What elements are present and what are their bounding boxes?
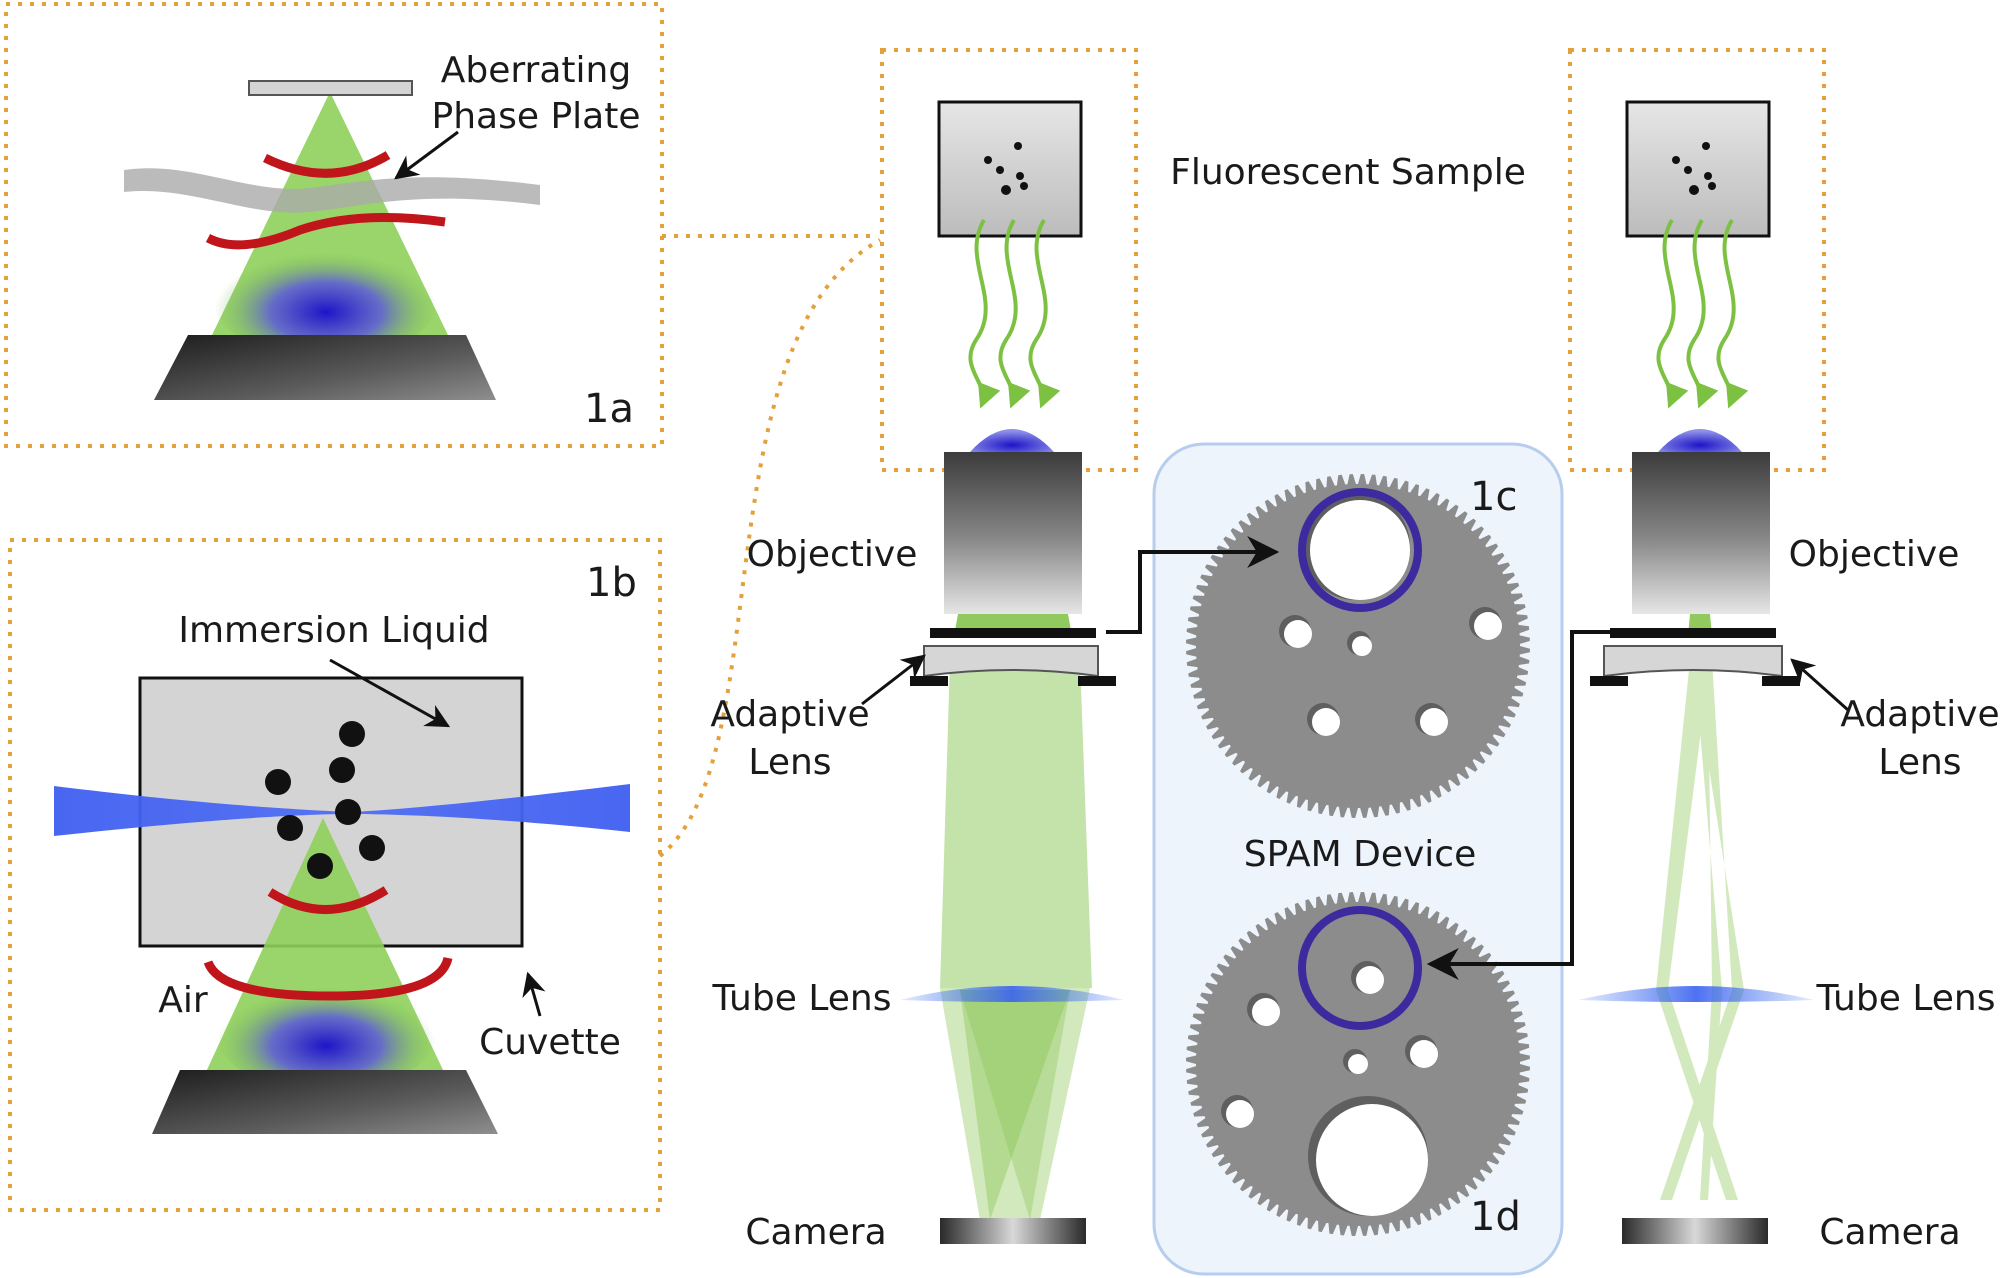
camera-right-label: Camera — [1819, 1212, 1960, 1253]
panel-1a-wavefront-top — [263, 151, 391, 178]
adaptive-left-label-2: Lens — [748, 742, 831, 783]
left-adaptive-lens — [923, 645, 1099, 678]
panel-1d-tag: 1d — [1470, 1194, 1521, 1240]
left-objective — [944, 452, 1082, 614]
tube-lens-left-label: Tube Lens — [712, 978, 892, 1019]
left-microscope: Fluorescent Sample Objective Adaptive Le… — [710, 48, 1526, 1253]
right-objective — [1632, 452, 1770, 614]
bead — [339, 721, 365, 747]
bead — [329, 757, 355, 783]
left-sample-dots — [984, 142, 1028, 195]
gear-hole — [1420, 708, 1448, 736]
right-fluorescent-sample — [1625, 100, 1771, 238]
aberrating-arrow — [394, 130, 459, 180]
panel-1b-blue-focus — [216, 976, 436, 1092]
left-emission-waves — [968, 218, 1061, 409]
gear-hole — [1226, 1100, 1254, 1128]
right-objective-front-lens — [1658, 429, 1742, 452]
bead — [307, 853, 333, 879]
aberrating-phase-plate — [124, 168, 540, 213]
bead — [277, 815, 303, 841]
right-adaptive-lens — [1603, 645, 1783, 678]
connector-1b — [658, 238, 881, 858]
left-camera — [940, 1218, 1086, 1244]
right-adaptive-lens-bottom-r — [1762, 676, 1800, 686]
spam-device-label: SPAM Device — [1244, 834, 1477, 875]
left-adaptive-lens-top — [930, 628, 1096, 638]
left-beam-a — [940, 660, 1092, 988]
bead — [335, 799, 361, 825]
panel-1c-tag: 1c — [1470, 474, 1517, 520]
immersion-arrow — [329, 658, 451, 728]
right-adaptive-arrow — [1790, 658, 1849, 712]
cuvette-label: Cuvette — [479, 1022, 621, 1063]
panel-1a-top-plate — [248, 80, 413, 96]
bead — [359, 835, 385, 861]
right-emission-waves — [1656, 218, 1749, 409]
gear-hole — [1312, 708, 1340, 736]
right-adaptive-lens-bottom-l — [1590, 676, 1628, 686]
panel-1b-objective-base — [152, 1070, 498, 1134]
gear-hole — [1474, 612, 1502, 640]
right-tube-lens — [1578, 986, 1814, 1002]
panel-1b-wavefront-bottom — [203, 956, 453, 1001]
selected-aperture-ring — [1298, 906, 1422, 1030]
panel-1b: Immersion Liquid Air Cuvette 1b — [8, 538, 662, 1212]
adaptive-right-label-1: Adaptive — [1840, 694, 1999, 735]
gear-aperture — [1316, 1104, 1428, 1216]
camera-left-label: Camera — [745, 1212, 886, 1253]
panel-1a-frame — [4, 2, 664, 448]
tube-lens-right-label: Tube Lens — [1816, 978, 1996, 1019]
sample-beads — [265, 721, 385, 879]
panel-1a-blue-focus — [214, 240, 438, 360]
panel-1a-tag: 1a — [584, 386, 634, 432]
light-sheet — [54, 784, 630, 836]
right-beam-rays — [1656, 660, 1744, 1200]
gear-hole — [1352, 636, 1372, 656]
right-camera — [1622, 1218, 1768, 1244]
gear-aperture — [1310, 500, 1410, 600]
panel-1b-wavefront-top — [267, 886, 389, 914]
right-adaptive-lens-top — [1610, 628, 1776, 638]
panel-1b-frame — [8, 538, 662, 1212]
panel-1a-wavefront-bottom — [205, 213, 446, 250]
aberrating-label-line2: Phase Plate — [432, 96, 641, 137]
gear-hole — [1252, 998, 1280, 1026]
bead — [265, 769, 291, 795]
gear-hole — [1348, 1054, 1368, 1074]
panel-1b-tag: 1b — [586, 560, 637, 606]
cuvette-arrow — [522, 971, 546, 1017]
left-objective-front-lens — [970, 429, 1054, 452]
left-tube-lens — [900, 986, 1124, 1002]
objective-left-label: Objective — [747, 534, 918, 575]
right-sample-dots — [1672, 142, 1716, 195]
left-adaptive-arrow — [861, 654, 926, 706]
spam-device-panel: SPAM Device 1c 1d — [1152, 442, 1564, 1276]
aberrating-label-line1: Aberrating — [441, 50, 631, 91]
left-to-1c-connector — [1106, 536, 1280, 634]
left-beam-c — [960, 990, 1070, 1220]
left-adaptive-lens-bottom-l — [910, 676, 948, 686]
left-fluorescent-sample — [937, 100, 1083, 238]
fluorescent-sample-label: Fluorescent Sample — [1170, 152, 1526, 193]
left-beam-b — [940, 988, 1090, 1220]
panel-1a-objective-base — [154, 335, 496, 400]
adaptive-left-label-1: Adaptive — [710, 694, 869, 735]
selected-aperture-ring — [1298, 488, 1422, 612]
left-adaptive-lens-bottom-r — [1078, 676, 1116, 686]
gear-hole — [1284, 620, 1312, 648]
immersion-liquid-label: Immersion Liquid — [178, 610, 489, 651]
gear-hole — [1356, 966, 1384, 994]
air-label: Air — [158, 980, 208, 1021]
left-beam-d — [960, 990, 1070, 1220]
right-to-1d-connector — [1426, 630, 1610, 980]
panel-1a: Aberrating Phase Plate 1a — [4, 2, 664, 448]
right-microscope: Objective Adaptive Lens Tube Lens Camera — [1568, 48, 2000, 1253]
adaptive-right-label-2: Lens — [1878, 742, 1961, 783]
objective-right-label: Objective — [1789, 534, 1960, 575]
gear-hole — [1410, 1040, 1438, 1068]
